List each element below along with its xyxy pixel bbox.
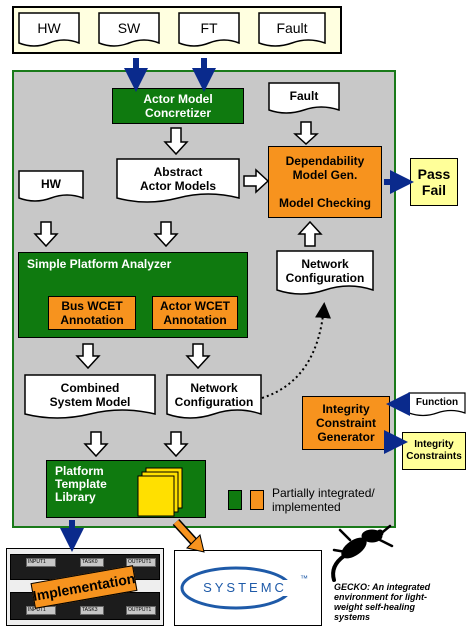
systemc-trademark: ™ xyxy=(300,574,308,583)
integrity-constraint-generator: Integrity Constraint Generator xyxy=(302,396,390,450)
abstract-actor-models-doc: Abstract Actor Models xyxy=(116,158,240,210)
impl-module-5: TASK3 xyxy=(80,606,104,615)
fault-doc-label: Fault xyxy=(289,89,319,103)
legend-orange-swatch xyxy=(250,490,264,510)
gecko-caption: GECKO: An integrated environment for lig… xyxy=(334,582,431,622)
combined-system-model-doc: Combined System Model xyxy=(24,374,156,426)
legend-text: Partially integrated/ implemented xyxy=(272,486,375,514)
input-fault-label: Fault xyxy=(276,20,308,36)
fault-doc: Fault xyxy=(268,82,340,118)
impl-module-6: OUTPUT1 xyxy=(126,606,156,615)
pass-fail-box: Pass Fail xyxy=(410,158,458,206)
actor-model-concretizer: Actor Model Concretizer xyxy=(112,88,244,124)
combined-system-model-label: Combined System Model xyxy=(49,381,131,409)
input-hw-label: HW xyxy=(37,20,61,36)
abstract-actor-models-label: Abstract Actor Models xyxy=(139,165,216,193)
legend-green-swatch xyxy=(228,490,242,510)
impl-module-2: TASK0 xyxy=(80,558,104,567)
input-ft-label: FT xyxy=(200,20,218,36)
systemc-logo-word: SYSTEMC xyxy=(203,580,287,595)
bus-wcet-annotation: Bus WCET Annotation xyxy=(48,296,136,330)
hw-doc-label: HW xyxy=(41,177,61,191)
input-doc-sw: SW xyxy=(98,12,160,52)
network-config-mid-label: Network Configuration xyxy=(174,381,254,409)
integrity-constraints-box: Integrity Constraints xyxy=(402,432,466,470)
input-doc-ft: FT xyxy=(178,12,240,52)
platform-template-library: Platform Template Library xyxy=(46,460,206,518)
input-doc-fault: Fault xyxy=(258,12,326,52)
function-doc-label: Function xyxy=(415,397,459,408)
simple-platform-analyzer-title: Simple Platform Analyzer xyxy=(27,257,172,271)
input-sw-label: SW xyxy=(117,20,141,36)
network-config-right-label: Network Configuration xyxy=(285,257,365,285)
dependability-model-checking: Dependability Model Gen. Model Checking xyxy=(268,146,382,218)
network-config-mid-doc: Network Configuration xyxy=(166,374,262,426)
hw-doc: HW xyxy=(18,170,84,206)
function-doc: Function xyxy=(408,392,466,420)
actor-wcet-annotation: Actor WCET Annotation xyxy=(152,296,238,330)
input-doc-hw: HW xyxy=(18,12,80,52)
systemc-logo-text: SYSTEMC xyxy=(190,580,300,596)
platform-template-library-label: Platform Template Library xyxy=(55,464,107,504)
impl-module-3: OUTPUT1 xyxy=(126,558,156,567)
impl-module-1: INPUT1 xyxy=(26,558,56,567)
network-config-right-doc: Network Configuration xyxy=(276,250,374,302)
